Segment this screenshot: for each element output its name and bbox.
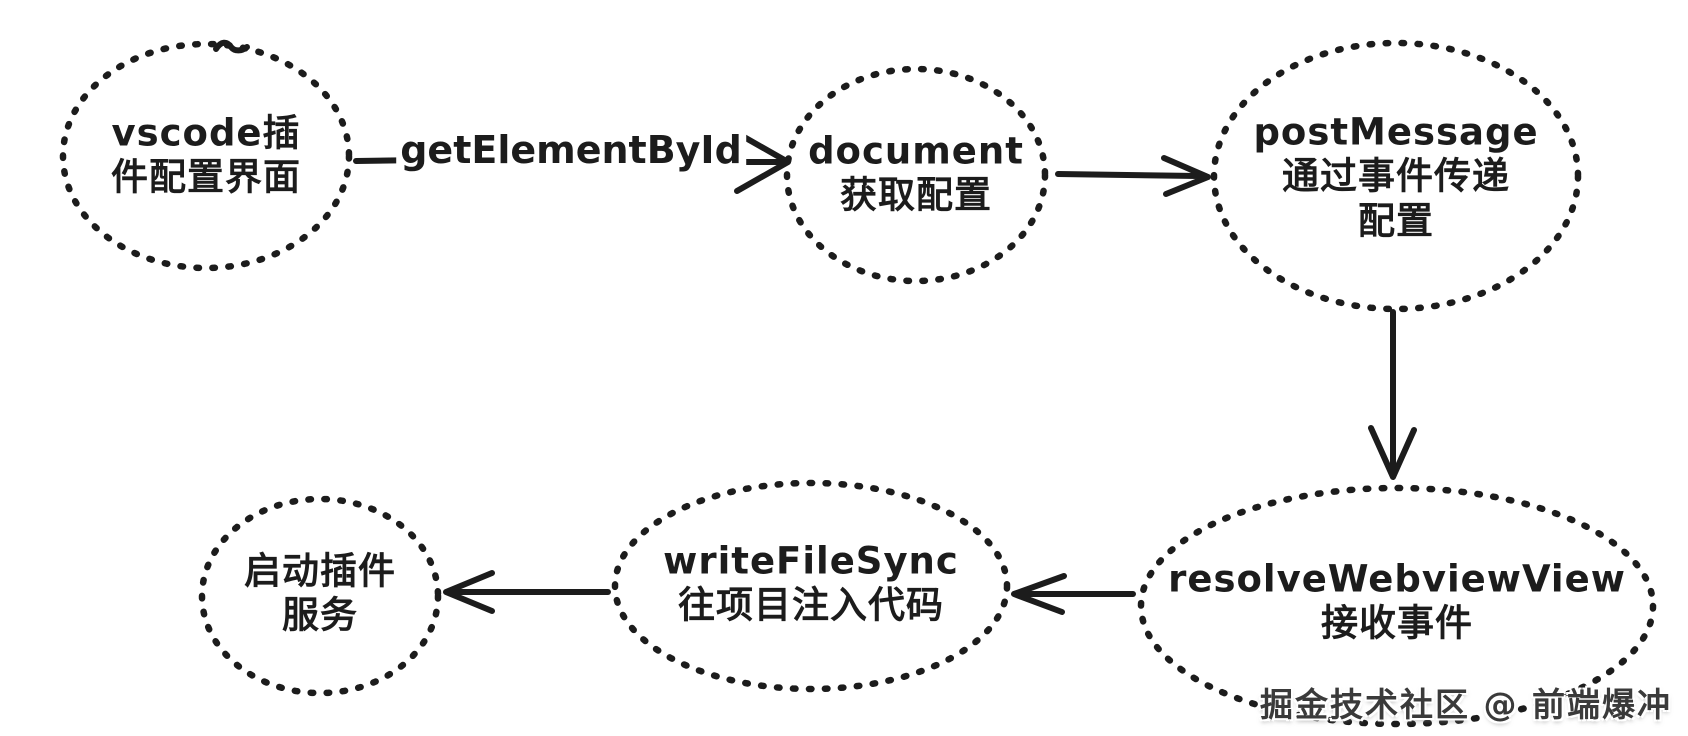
node-ellipse-resolvewebviewview-receive	[1137, 484, 1657, 728]
node-ellipse-postmessage-pass-config	[1210, 39, 1582, 313]
node-label-resolvewebviewview-receive: resolveWebviewView 接收事件	[1168, 557, 1626, 645]
node-label-vscode-plugin-config-ui: vscode插 件配置界面	[111, 111, 301, 199]
edge-arrow-document-to-postmessage	[1055, 155, 1211, 197]
node-ellipse-document-get-config	[783, 65, 1049, 285]
watermark-juejin-community: 掘金技术社区 @ 前端爆冲	[1260, 685, 1672, 724]
edge-arrow-writefilesync-to-startservice	[443, 570, 611, 614]
node-ellipse-vscode-plugin-config-ui	[59, 40, 353, 272]
node-label-start-plugin-service: 启动插件 服务	[244, 549, 396, 637]
edge-arrow-resolvewebviewview-to-writefilesync	[1011, 573, 1136, 615]
node-ellipse-start-plugin-service	[198, 495, 442, 697]
edge-label-getelementbyid: getElementById	[396, 128, 746, 172]
node-ellipse-writefilesync-inject-code	[611, 479, 1011, 693]
node-label-postmessage-pass-config: postMessage 通过事件传递 配置	[1253, 110, 1539, 243]
edge-arrow-postmessage-to-resolvewebviewview	[1368, 309, 1417, 480]
node-label-document-get-config: document 获取配置	[808, 129, 1024, 217]
pen-squiggle-decoration	[213, 39, 250, 54]
node-label-writefilesync-inject-code: writeFileSync 往项目注入代码	[663, 539, 959, 627]
